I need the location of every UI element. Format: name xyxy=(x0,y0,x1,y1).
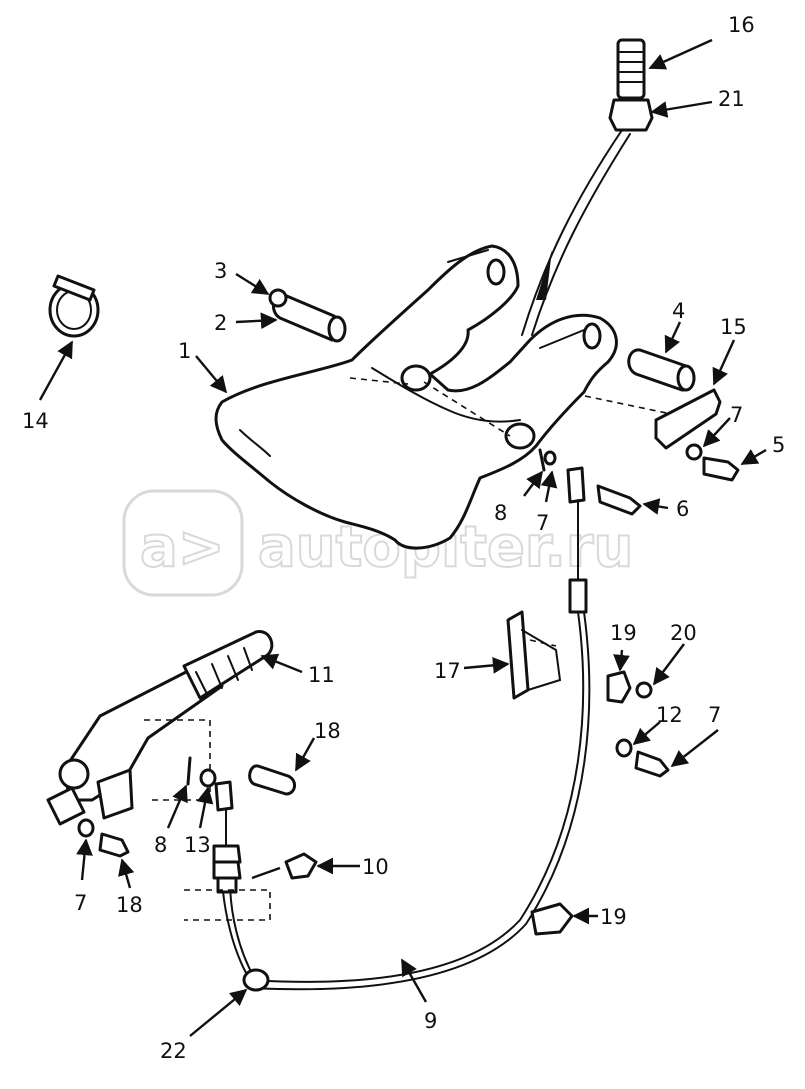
pin-part-4 xyxy=(627,348,696,392)
callout-20: 20 xyxy=(670,621,697,645)
pull-rod xyxy=(521,129,631,336)
callout-10: 10 xyxy=(362,855,389,879)
pin-part-12 xyxy=(248,764,296,796)
callout-12: 18 xyxy=(314,719,341,743)
callout-21: 21 xyxy=(718,87,745,111)
callout-7-d: 7 xyxy=(74,891,87,915)
bolt-part-18-left xyxy=(98,832,130,858)
callout-22: 22 xyxy=(160,1039,187,1063)
nut-part-21 xyxy=(608,98,654,132)
callout-6: 6 xyxy=(676,497,689,521)
threaded-stud-part-16 xyxy=(616,38,646,100)
clip-part-19-lower xyxy=(530,902,574,936)
callout-5: 5 xyxy=(772,433,785,457)
callout-9: 9 xyxy=(424,1009,437,1033)
callout-17: 17 xyxy=(434,659,461,683)
bolt-part-6 xyxy=(596,484,642,516)
callout-16: 16 xyxy=(728,13,755,37)
callout-19-a: 19 xyxy=(610,621,637,645)
callout-11: 11 xyxy=(308,663,335,687)
pin-part-8-lower xyxy=(186,756,192,786)
bracket-part-17 xyxy=(506,610,562,700)
pin-part-2 xyxy=(272,292,347,343)
cable-end-fitting xyxy=(184,809,271,921)
plate-part-15 xyxy=(654,388,722,450)
washer-part-7-left xyxy=(77,818,95,838)
clevis-part-13 xyxy=(199,768,234,812)
callout-2: 2 xyxy=(214,311,227,335)
pin-part-8-upper xyxy=(538,448,546,472)
callout-18-a: 7 xyxy=(708,703,721,727)
callout-3: 3 xyxy=(214,259,227,283)
leader-lines xyxy=(38,38,767,1037)
callout-15: 15 xyxy=(720,315,747,339)
callout-4: 4 xyxy=(672,299,685,323)
callout-18-b: 18 xyxy=(116,893,143,917)
watermark-logo: a> xyxy=(140,515,225,580)
clip-part-3 xyxy=(268,288,288,308)
callout-8-a: 8 xyxy=(494,501,507,525)
bolt-part-5 xyxy=(702,456,740,482)
callout-7-a: 7 xyxy=(730,403,743,427)
bracket-part-1 xyxy=(214,244,701,550)
callout-7-c: 12 xyxy=(656,703,683,727)
washer-part-7-upper xyxy=(685,443,703,461)
clip-part-19-upper xyxy=(606,670,632,704)
callout-1: 1 xyxy=(178,339,191,363)
clamp-part-14 xyxy=(48,274,100,338)
clip-part-10 xyxy=(284,852,318,880)
callout-8-b: 8 xyxy=(154,833,167,857)
nut-part-20 xyxy=(635,681,653,699)
handbrake-lever xyxy=(46,630,274,826)
washer-part-7-right xyxy=(615,738,633,758)
callout-13: 13 xyxy=(184,833,211,857)
callout-7-b: 7 xyxy=(536,511,549,535)
grommet-part-22 xyxy=(242,968,270,992)
bolt-part-18-right xyxy=(634,750,670,778)
callout-19-b: 19 xyxy=(600,905,627,929)
callout-labels: 16 21 3 2 14 1 4 15 7 5 8 7 6 19 20 17 1… xyxy=(22,13,785,1063)
washer-part-7-mid xyxy=(543,450,557,466)
callout-14: 14 xyxy=(22,409,49,433)
clevis-upper xyxy=(566,466,586,504)
